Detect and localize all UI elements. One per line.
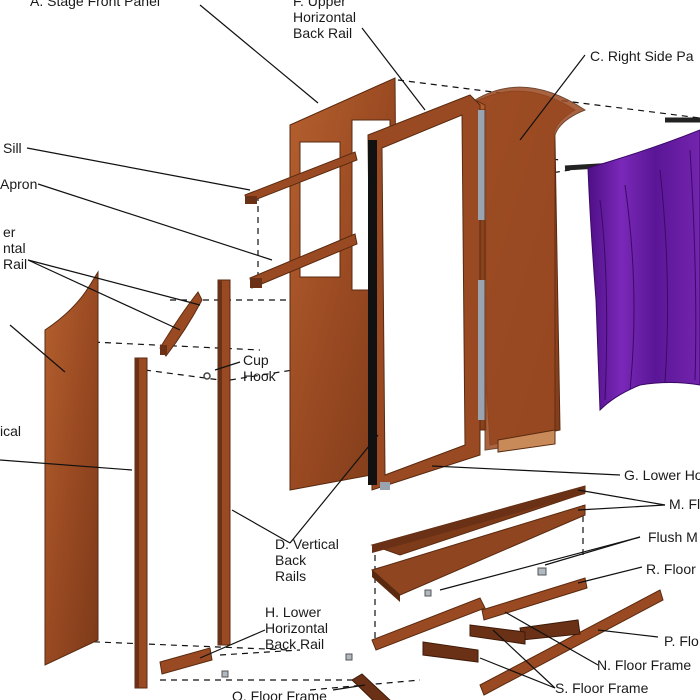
label-lower-horizontal: G. Lower Ho (624, 467, 700, 483)
label-floor-panels: M. Floo (669, 496, 700, 512)
floor-panels (370, 485, 586, 602)
sill-piece (244, 151, 358, 204)
leader-lines (0, 4, 666, 691)
left-side-panel (44, 270, 99, 666)
label-sill: Sill (3, 140, 22, 156)
apron-piece (249, 233, 358, 289)
lower-horizontal-rail-frame (367, 94, 486, 491)
label-upper-horizontal-rail: er ntal Rail (3, 224, 28, 272)
floor-frame-q (351, 673, 391, 700)
label-floor-frame-r: R. Floor (646, 561, 696, 577)
label-flush-mount: Flush M (648, 529, 698, 545)
label-floor-frame-s: S. Floor Frame (555, 680, 649, 696)
d-vertical-back-rail (368, 140, 377, 485)
floor-frame-r (481, 577, 588, 621)
label-vertical: ical (0, 423, 22, 439)
cup-hook (203, 372, 211, 380)
vertical-rail-right (217, 279, 231, 646)
label-upper-horizontal-back-rail: F. Upper Horizontal Back Rail (293, 0, 357, 41)
curtain (587, 129, 700, 412)
floor-frame-long-front (371, 597, 486, 651)
label-lower-horizontal-back-rail: H. Lower Horizontal Back Rail (265, 604, 329, 652)
label-right-side-panel: C. Right Side Pa (590, 48, 694, 64)
flush-mount-brackets (221, 567, 547, 678)
lower-horizontal-back-rail (159, 647, 213, 675)
label-cup-hook: Cup Hook (243, 352, 276, 384)
vertical-rail-left (134, 357, 148, 689)
label-stage-front-panel: A. Stage Front Panel (30, 0, 160, 9)
label-apron: Apron (0, 176, 38, 192)
label-floor-frame-q: Q. Floor Frame (232, 688, 327, 700)
label-floor-frame-p: P. Flo (664, 633, 699, 649)
floor-frame-s (422, 641, 479, 663)
label-vertical-back-rails: D. Vertical Back Rails (275, 536, 339, 584)
label-floor-frame-n: N. Floor Frame (597, 657, 692, 673)
floor-frame-p (479, 589, 664, 696)
arched-top-back (473, 86, 587, 453)
